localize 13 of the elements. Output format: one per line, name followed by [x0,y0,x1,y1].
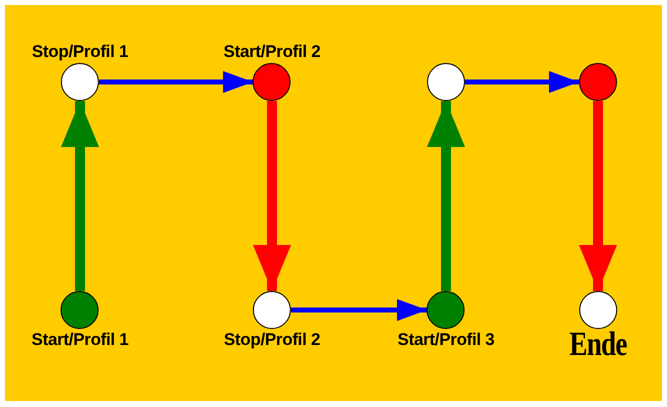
node-label: Stop/Profil 2 [224,330,320,350]
arrow [253,101,291,291]
node-label: Start/Profil 1 [32,330,128,350]
arrow [427,101,465,291]
arrow [99,71,253,93]
node-label: Start/Profil 2 [224,42,320,62]
arrow [465,71,579,93]
arrow [61,101,99,291]
node-label: Start/Profil 3 [398,330,494,350]
node-label: Stop/Profil 1 [32,42,128,62]
node-label: Ende [569,330,627,360]
arrow [291,299,427,321]
arrow [579,101,617,291]
